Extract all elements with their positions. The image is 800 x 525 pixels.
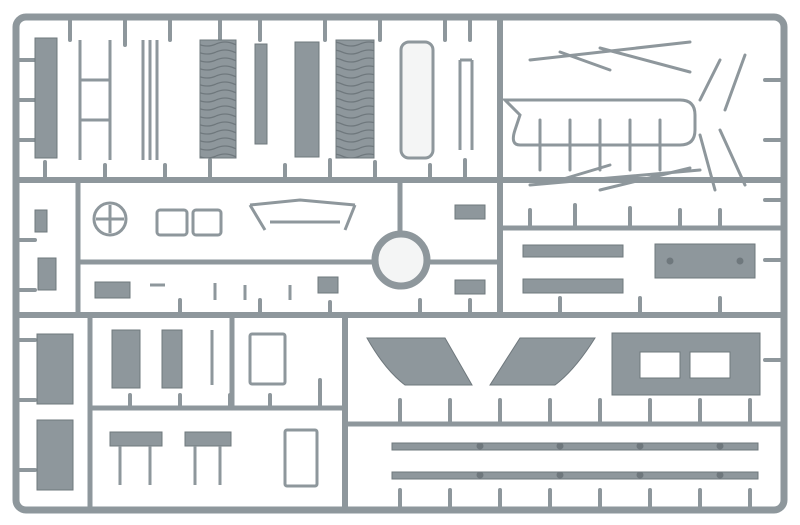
sprue-ring (371, 230, 431, 290)
lower-left-parts (36, 329, 232, 491)
fender-parts (366, 332, 761, 396)
middle-right-parts (522, 243, 756, 294)
chassis-rails (391, 442, 759, 480)
steering-and-frames (92, 198, 357, 300)
ladder-parts (78, 40, 474, 160)
lower-left-frames (118, 330, 319, 488)
upper-left-parts (34, 37, 435, 160)
rod-parts (501, 40, 747, 192)
middle-left-parts (34, 204, 486, 299)
gate-stubs (18, 15, 786, 512)
